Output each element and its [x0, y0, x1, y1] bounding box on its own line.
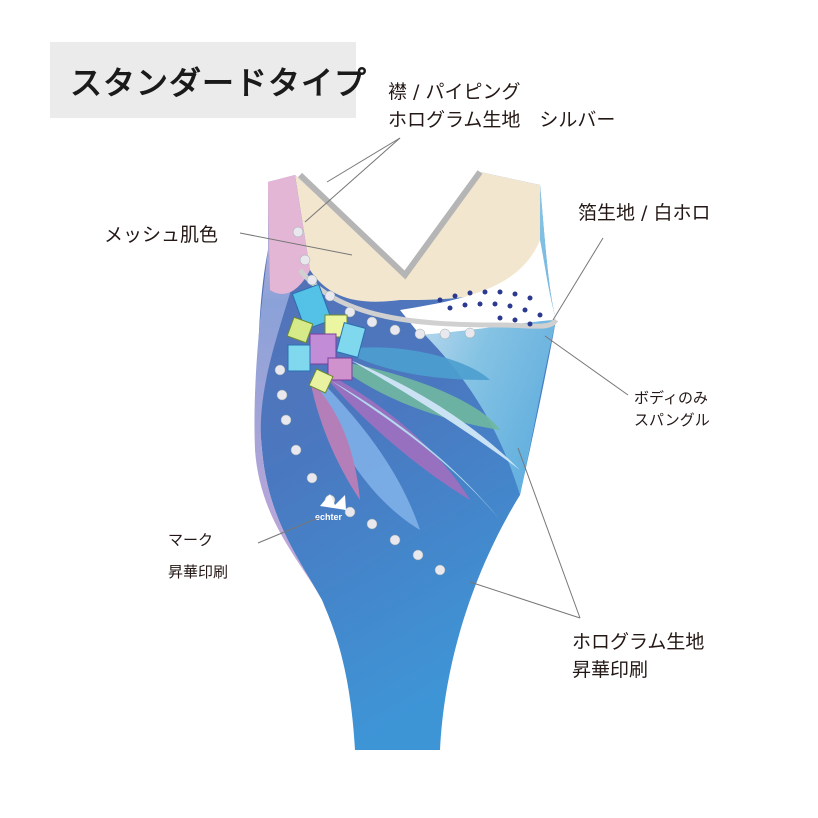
gem-cluster [286, 283, 367, 394]
mesh-skin-area [295, 172, 540, 302]
leader-lines [239, 137, 629, 619]
svg-text:echter: echter [315, 512, 343, 522]
body-fabric-label-line2: 昇華印刷 [572, 659, 649, 681]
spangle-label: ボディのみ スパングル [634, 387, 710, 431]
collar-label-line1: 襟 / パイピング [388, 81, 521, 103]
body-fabric-label-line1: ホログラム生地 [572, 631, 705, 653]
body-fabric-label: ホログラム生地 昇華印刷 [572, 628, 704, 684]
mark-label-line1: マーク [168, 531, 214, 549]
pink-shoulder [268, 175, 310, 294]
feather-motif [310, 347, 520, 530]
page-title: スタンダードタイプ [70, 64, 368, 102]
foil-white-area [400, 240, 556, 335]
brand-mark-logo: echter [315, 494, 346, 522]
foil-label: 箔生地 / 白ホロ [578, 202, 711, 224]
title-box [50, 42, 356, 118]
spangles [437, 289, 543, 327]
mark-label: マーク 昇華印刷 [168, 524, 228, 588]
collar-piping [297, 170, 483, 280]
mesh-label: メッシュ肌色 [104, 224, 219, 246]
collar-label: 襟 / パイピング ホログラム生地 シルバー [388, 78, 615, 134]
right-chest-panel [420, 172, 556, 495]
spangle-label-line1: ボディのみ [634, 389, 708, 407]
spangle-label-line2: スパングル [634, 411, 710, 429]
collar-label-line2: ホログラム生地 シルバー [388, 109, 616, 131]
mark-label-line2: 昇華印刷 [168, 563, 229, 581]
